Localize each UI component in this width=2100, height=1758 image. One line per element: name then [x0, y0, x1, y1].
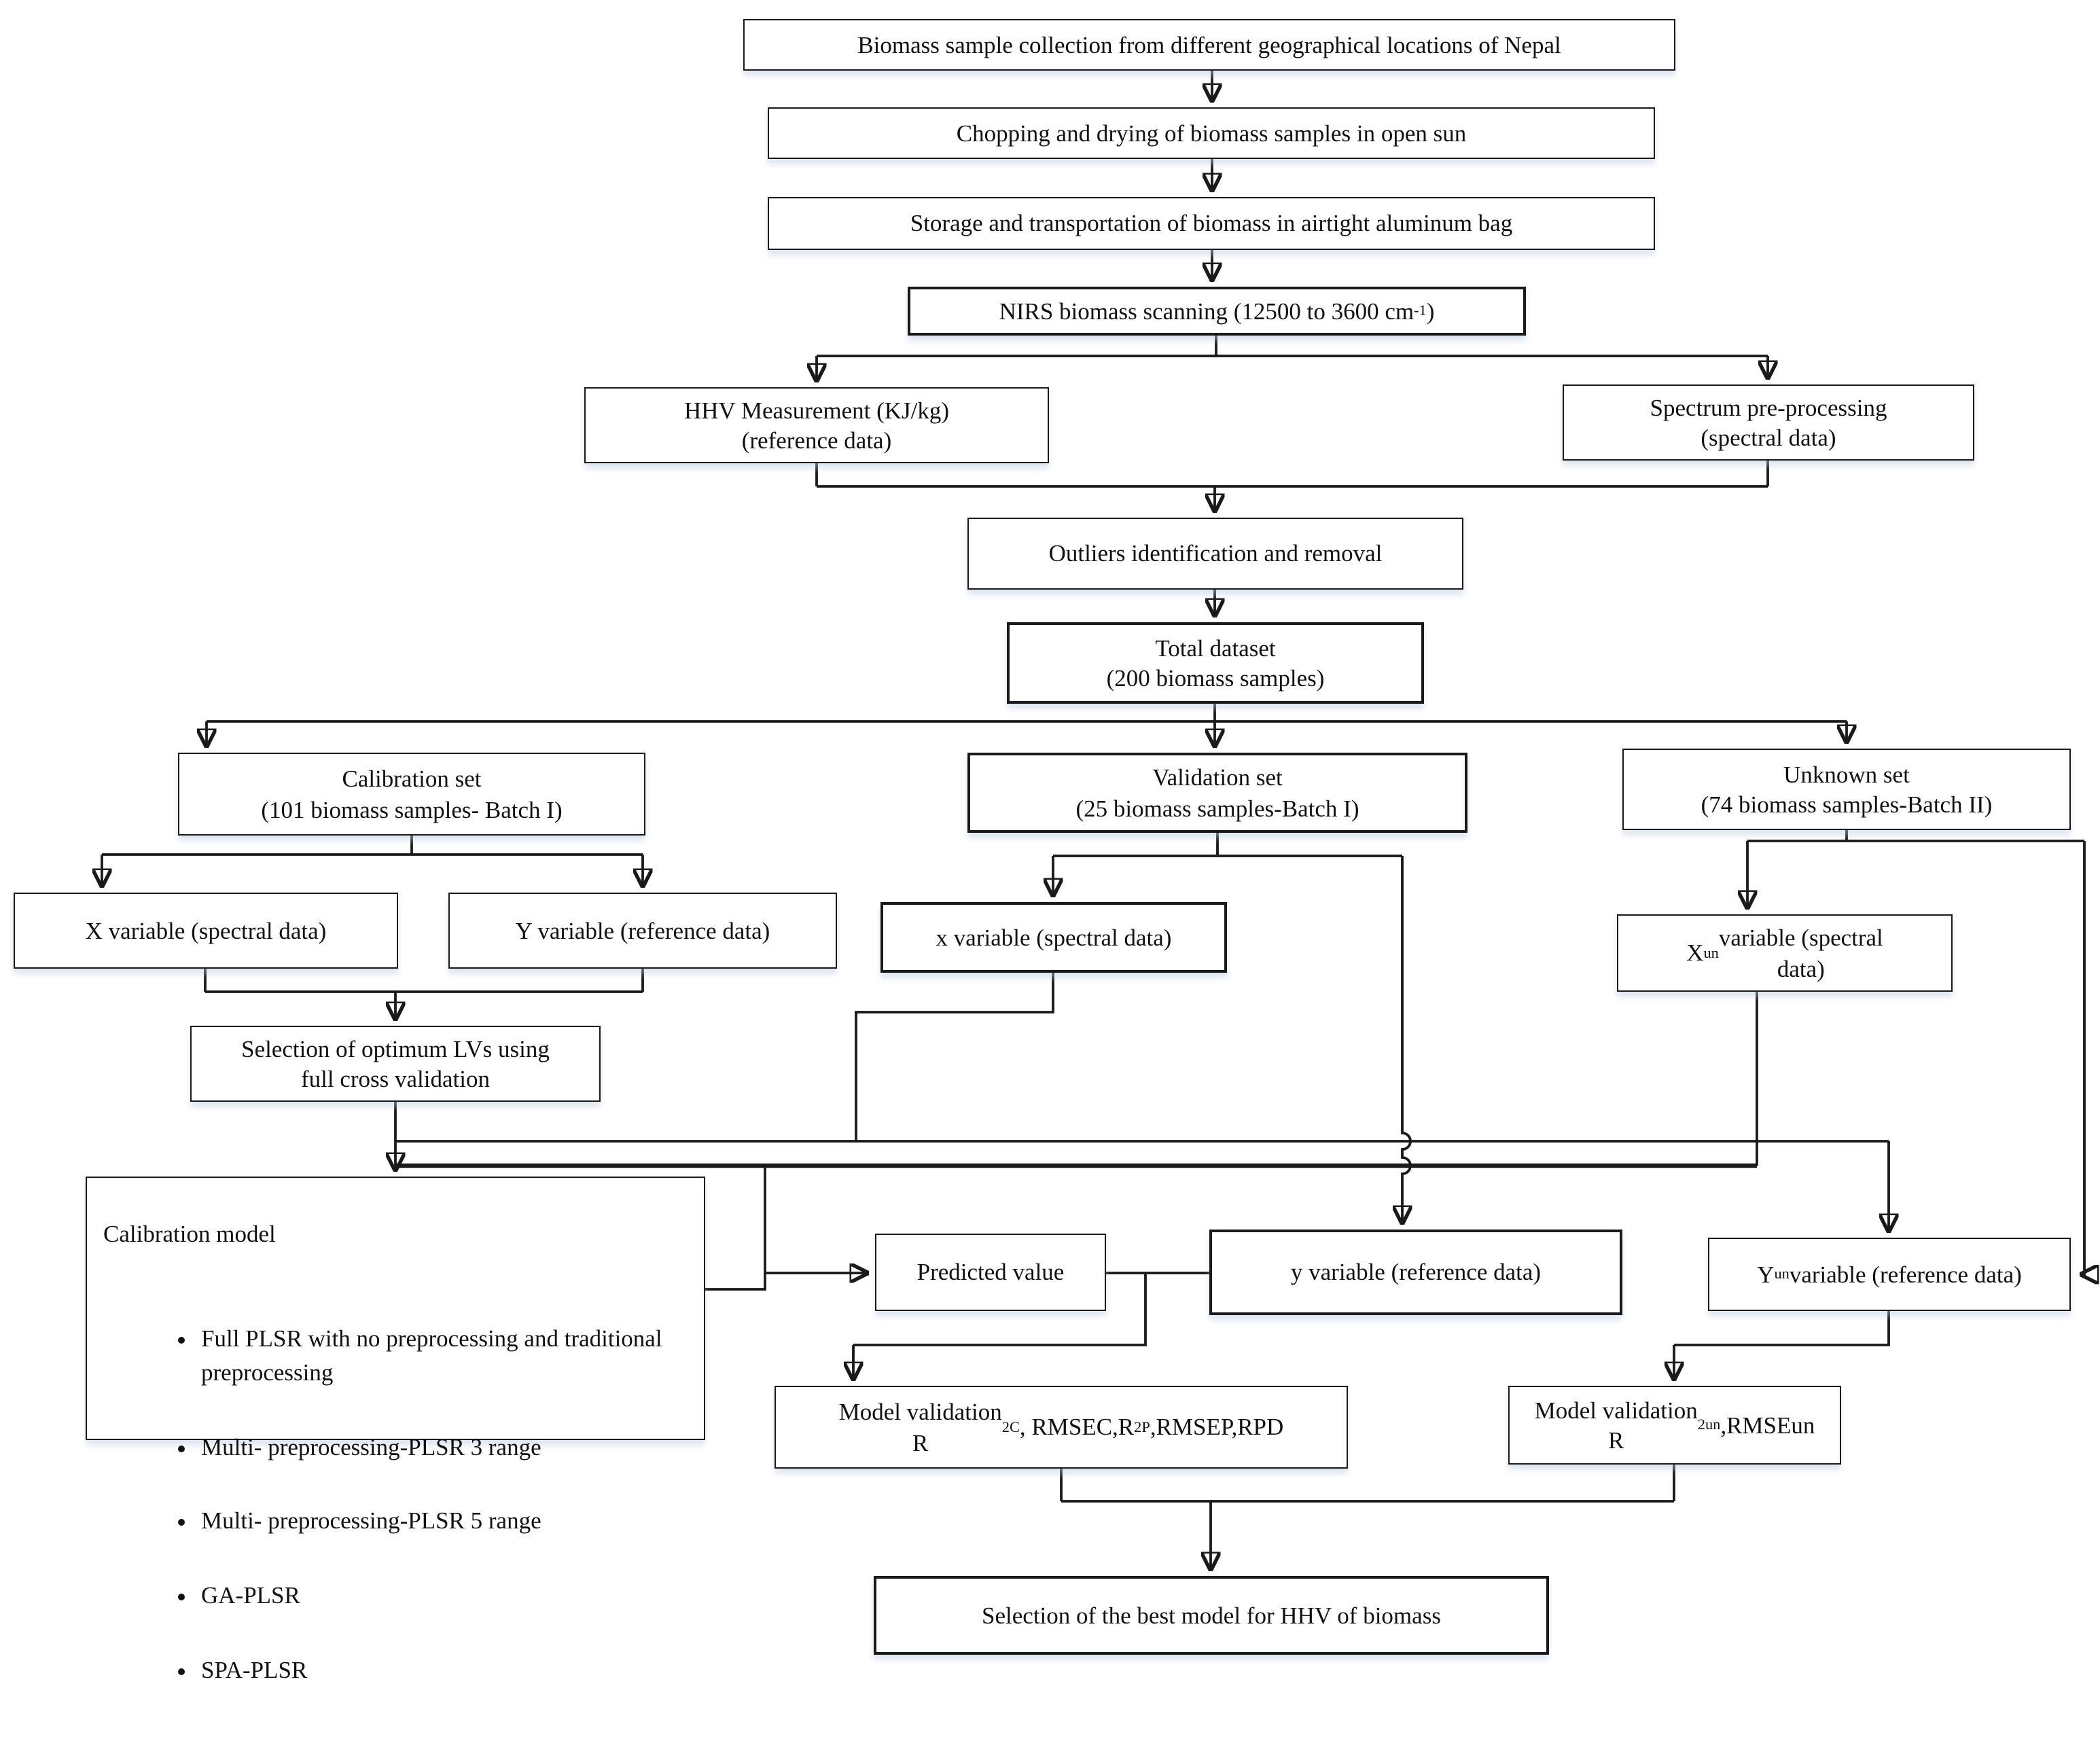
- node-nirs-scanning: NIRS biomass scanning (12500 to 3600 cm-…: [908, 287, 1526, 336]
- calibration-model-item: Multi- preprocessing-PLSR 5 range: [201, 1505, 688, 1539]
- node-validation-set: Validation set (25 biomass samples-Batch…: [967, 753, 1467, 833]
- node-storage-transport: Storage and transportation of biomass in…: [768, 197, 1655, 250]
- node-y-variable-validation: y variable (reference data): [1209, 1230, 1622, 1315]
- calibration-model-item: Full PLSR with no preprocessing and trad…: [201, 1321, 688, 1391]
- node-chopping-drying: Chopping and drying of biomass samples i…: [768, 107, 1655, 159]
- flowchart-canvas: Biomass sample collection from different…: [0, 0, 2100, 1657]
- node-best-model-selection: Selection of the best model for HHV of b…: [874, 1576, 1549, 1655]
- calibration-model-list: Full PLSR with no preprocessing and trad…: [103, 1291, 688, 1727]
- node-unknown-set: Unknown set (74 biomass samples-Batch II…: [1622, 749, 2071, 830]
- calibration-model-item: Multi- preprocessing-PLSR 3 range: [201, 1430, 688, 1465]
- node-x-variable-validation: x variable (spectral data): [880, 902, 1227, 973]
- node-total-dataset: Total dataset (200 biomass samples): [1007, 622, 1424, 704]
- node-lv-selection: Selection of optimum LVs using full cros…: [190, 1026, 601, 1102]
- node-y-variable: Y variable (reference data): [448, 893, 837, 969]
- calibration-model-title: Calibration model: [103, 1220, 276, 1248]
- node-calibration-model: Calibration model Full PLSR with no prep…: [86, 1177, 705, 1683]
- node-outliers-removal: Outliers identification and removal: [967, 518, 1463, 590]
- node-x-variable: X variable (spectral data): [14, 893, 398, 969]
- flow-connectors: [0, 71, 2100, 1657]
- node-hhv-measurement: HHV Measurement (KJ/kg) (reference data): [584, 387, 1049, 463]
- node-biomass-collection: Biomass sample collection from different…: [743, 19, 1675, 71]
- calibration-model-item: SPA-PLSR: [201, 1653, 688, 1688]
- node-predicted-value: Predicted value: [875, 1234, 1106, 1311]
- node-spectrum-preprocessing: Spectrum pre-processing (spectral data): [1563, 384, 1974, 461]
- node-calibration-set: Calibration set (101 biomass samples- Ba…: [178, 753, 645, 836]
- calibration-model-item: GA-PLSR: [201, 1579, 688, 1613]
